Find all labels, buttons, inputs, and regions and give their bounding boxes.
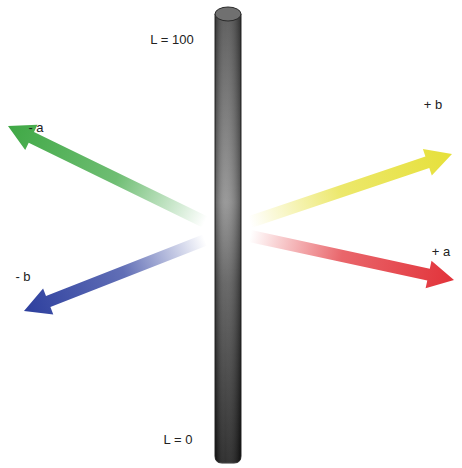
axis-arrow (8, 125, 208, 228)
axis-label: L = 0 (164, 433, 193, 447)
axis-label: - a (28, 121, 43, 135)
axis-label: L = 100 (150, 33, 193, 47)
axis-label: + a (432, 245, 450, 259)
axis-arrow (24, 234, 207, 314)
axis-label: + b (424, 98, 442, 112)
lightness-cylinder (215, 7, 241, 463)
axis-arrow (248, 149, 452, 228)
axis-label: - b (15, 270, 30, 284)
axis-arrow (249, 230, 454, 288)
